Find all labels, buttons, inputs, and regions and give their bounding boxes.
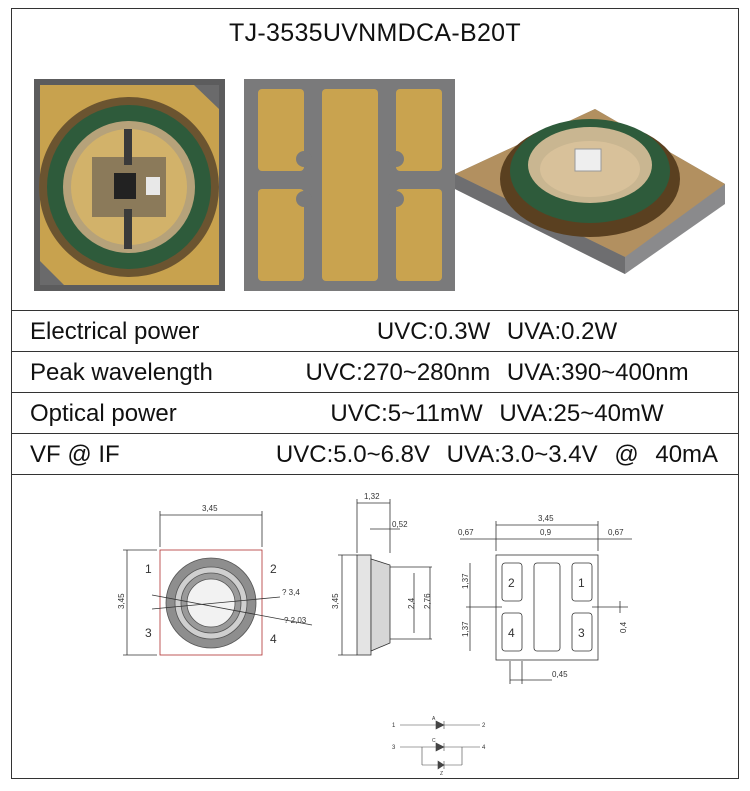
spec-value: UVC:5~11mW UVA:25~40mW (330, 399, 664, 427)
spec-label: Optical power (30, 399, 177, 427)
circuit-pin-1: 1 (392, 723, 396, 729)
bottom-pad-h-bottom-dim: 1,37 (461, 621, 470, 637)
circuit-label-a: A (432, 716, 436, 722)
top-width-dim: 3,45 (202, 504, 218, 513)
side-lens-dim: 0,52 (392, 520, 408, 529)
spec-row-peak-wavelength: Peak wavelength UVC:270~280nm UVA:390~40… (12, 351, 738, 393)
spec-row-vf-if: VF @ IF UVC:5.0~6.8V UVA:3.0~3.4V @ 40mA (12, 433, 738, 475)
bottom-pad-w-dim: 0,45 (552, 670, 568, 679)
top-pin-2: 2 (270, 562, 277, 576)
bottom-edge-left-dim: 0,67 (458, 528, 474, 537)
product-photos (12, 57, 738, 310)
spec-value: UVC:0.3W UVA:0.2W (376, 317, 618, 345)
mechanical-drawings: 3,45 3,45 1 2 3 4 ? 3,4 ? 2,03 (12, 474, 738, 780)
side-inner-dim: 2,4 (407, 597, 416, 609)
top-pin-4: 4 (270, 632, 277, 646)
led-perspective-photo (455, 79, 725, 291)
bottom-pin-2: 2 (508, 576, 515, 590)
bottom-pin-1: 1 (578, 576, 585, 590)
spec-value: UVC:5.0~6.8V UVA:3.0~3.4V @ 40mA (275, 440, 719, 468)
led-top-view-photo (34, 79, 225, 291)
bottom-edge-right-dim: 0,67 (608, 528, 624, 537)
spec-label: VF @ IF (30, 440, 120, 468)
spec-row-electrical-power: Electrical power UVC:0.3W UVA:0.2W (12, 310, 738, 352)
spec-value: UVC:270~280nm UVA:390~400nm (305, 358, 689, 386)
bottom-pin-3: 3 (578, 626, 585, 640)
top-view-drawing (123, 511, 313, 656)
top-outer-dia: ? 3,4 (282, 588, 300, 597)
spec-label: Peak wavelength (30, 358, 213, 386)
bottom-pin-4: 4 (508, 626, 515, 640)
product-title: TJ-3535UVNMDCA-B20T (229, 18, 521, 47)
circuit-pin-2: 2 (482, 723, 486, 729)
circuit-schematic (400, 720, 480, 770)
top-pin-1: 1 (145, 562, 152, 576)
datasheet-panel: TJ-3535UVNMDCA-B20T (11, 8, 739, 779)
spec-row-optical-power: Optical power UVC:5~11mW UVA:25~40mW (12, 392, 738, 434)
circuit-pin-3: 3 (392, 745, 396, 751)
top-pin-3: 3 (145, 626, 152, 640)
bottom-gap-dim: 0,4 (619, 621, 628, 633)
bottom-pad-h-top-dim: 1,37 (461, 573, 470, 589)
side-total-dim: 1,32 (364, 492, 380, 501)
side-height-dim: 3,45 (331, 593, 340, 609)
circuit-label-c: C (432, 738, 436, 744)
bottom-center-dim: 0,9 (540, 528, 552, 537)
circuit-label-z: Z (440, 771, 443, 777)
bottom-view-drawing (460, 521, 632, 684)
side-outer-dim: 2,76 (423, 593, 432, 609)
bottom-width-dim: 3,45 (538, 514, 554, 523)
led-bottom-pads-photo (244, 79, 455, 291)
dimension-drawings-svg: 3,45 3,45 1 2 3 4 ? 3,4 ? 2,03 (117, 492, 632, 777)
top-height-dim: 3,45 (117, 593, 126, 609)
circuit-pin-4: 4 (482, 745, 486, 751)
side-view-drawing (338, 499, 432, 656)
spec-label: Electrical power (30, 317, 200, 345)
top-inner-dia: ? 2,03 (284, 616, 307, 625)
